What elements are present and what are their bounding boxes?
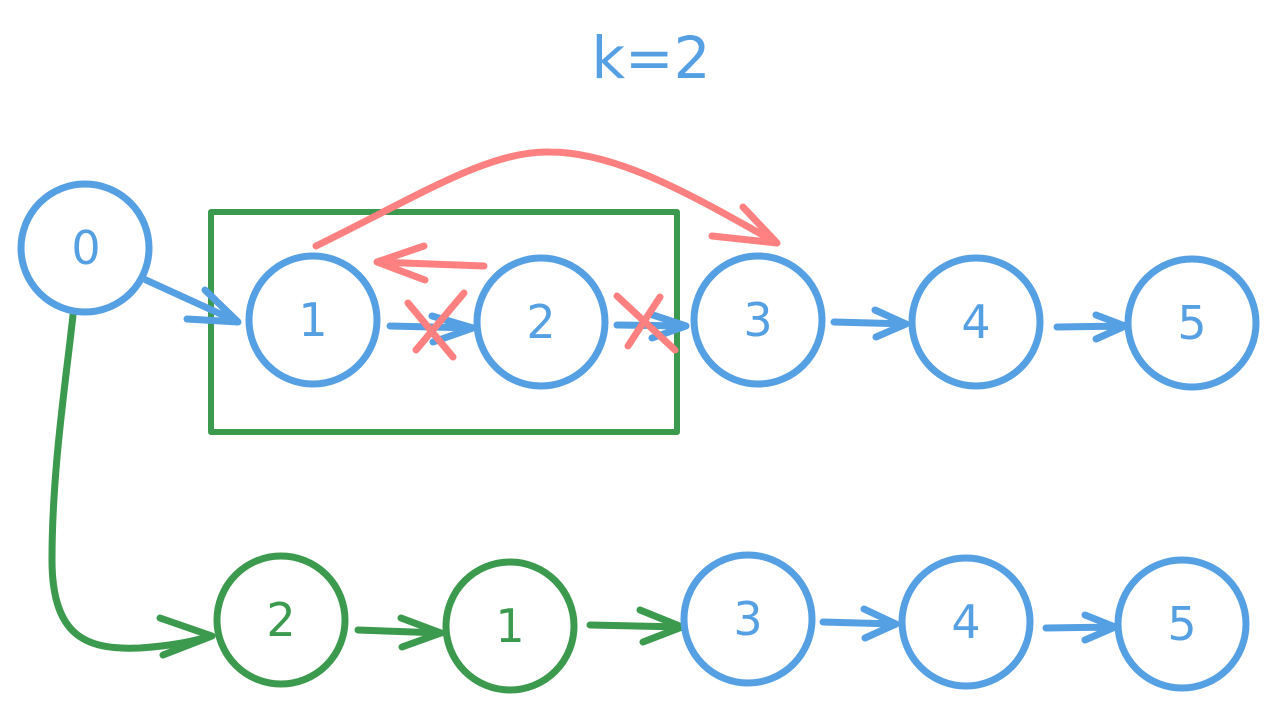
node-label: 5 xyxy=(1177,296,1206,350)
original-node-2: 2 xyxy=(473,254,609,390)
node-circle xyxy=(898,554,1034,690)
cross-icon xyxy=(613,292,679,354)
removed-link-marks xyxy=(404,289,679,361)
node-label: 3 xyxy=(743,293,772,347)
node-circle xyxy=(17,180,153,316)
original-node-3: 3 xyxy=(690,252,826,388)
node-circle xyxy=(1124,255,1260,391)
edge-3-to-4 xyxy=(830,306,910,341)
node-circle xyxy=(1114,556,1250,692)
edge-dummy-to-result-head xyxy=(48,311,216,659)
node-label: 3 xyxy=(733,592,762,646)
result-node-3: 3 xyxy=(680,551,816,687)
edge-2-to-1-new xyxy=(373,242,488,284)
node-circle xyxy=(442,558,578,694)
original-node-4: 4 xyxy=(908,254,1044,390)
edge-2-to-1-result xyxy=(354,614,445,651)
original-node-5: 5 xyxy=(1124,255,1260,391)
node-circle xyxy=(690,252,826,388)
node-label: 4 xyxy=(961,295,990,349)
node-label: 4 xyxy=(951,595,980,649)
result-list: 2 1 3 4 5 xyxy=(213,551,1250,694)
edge-3-to-4-result xyxy=(819,605,900,642)
edge-1-to-3-new xyxy=(312,148,781,250)
result-node-5: 5 xyxy=(1114,556,1250,692)
node-label: 5 xyxy=(1167,597,1196,651)
node-dummy: 0 xyxy=(17,180,153,316)
node-circle xyxy=(473,254,609,390)
edge-4-to-5 xyxy=(1053,311,1129,343)
node-circle xyxy=(908,254,1044,390)
edge-1-to-3-result xyxy=(586,606,686,646)
new-links xyxy=(312,148,781,284)
node-circle xyxy=(213,552,349,688)
result-node-4: 4 xyxy=(898,554,1034,690)
node-circle xyxy=(245,252,381,388)
node-label: 2 xyxy=(266,593,295,647)
node-label: 2 xyxy=(526,295,555,349)
result-node-2: 2 xyxy=(213,552,349,688)
title-k-value: k=2 xyxy=(591,24,710,92)
node-label: 1 xyxy=(495,599,524,653)
node-circle xyxy=(680,551,816,687)
node-label: 1 xyxy=(298,293,327,347)
result-node-1: 1 xyxy=(442,558,578,694)
edge-4-to-5-result xyxy=(1042,611,1119,644)
original-node-1: 1 xyxy=(245,252,381,388)
edge-0-to-1 xyxy=(142,276,242,326)
original-list: 1 2 3 4 5 xyxy=(245,252,1260,391)
node-label: 0 xyxy=(71,221,100,275)
cross-icon xyxy=(404,289,468,361)
